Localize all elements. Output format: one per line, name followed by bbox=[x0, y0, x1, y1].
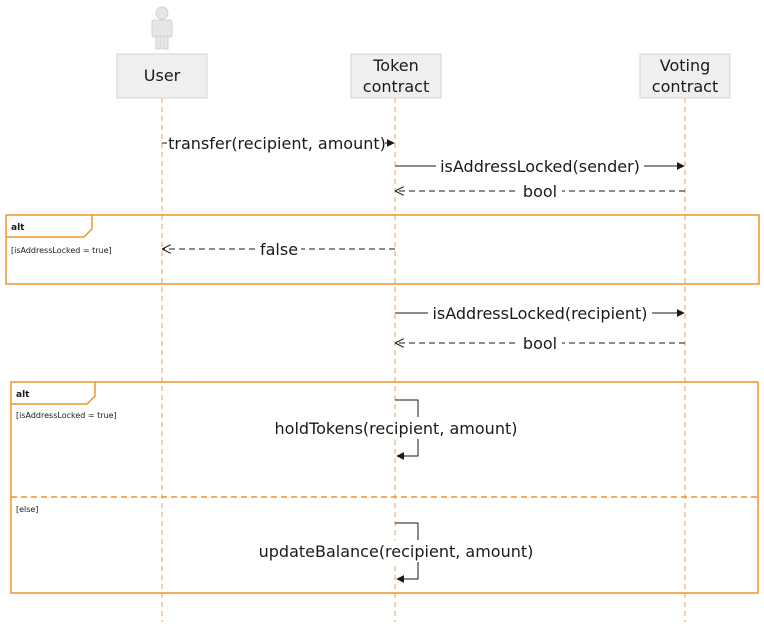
participant-voting-contract: Voting contract bbox=[639, 53, 731, 99]
participant-token-contract: Token contract bbox=[350, 53, 442, 99]
hold-tokens-label: holdTokens(recipient, amount) bbox=[275, 419, 518, 438]
alt-fragment-2-guard: [isAddressLocked = true] bbox=[16, 411, 117, 420]
alt-fragment-1: alt [isAddressLocked = true] bbox=[5, 214, 760, 285]
participant-user: User bbox=[116, 53, 208, 99]
participant-token-label-1: Token bbox=[372, 56, 419, 75]
alt-fragment-1-guard: [isAddressLocked = true] bbox=[11, 246, 112, 255]
bool-return-label-1: bool bbox=[523, 182, 557, 201]
false-return-label: false bbox=[260, 240, 298, 259]
alt-fragment-2-else-guard: [else] bbox=[16, 505, 38, 514]
transfer-message-label: transfer(recipient, amount) bbox=[168, 134, 386, 153]
is-locked-recipient-label: isAddressLocked(recipient) bbox=[432, 304, 647, 323]
participant-voting-label-1: Voting bbox=[660, 56, 711, 75]
alt-fragment-2-tag: alt bbox=[16, 390, 30, 400]
is-locked-sender-label: isAddressLocked(sender) bbox=[440, 157, 640, 176]
participant-token-label-2: contract bbox=[363, 77, 429, 96]
participant-user-label: User bbox=[144, 66, 181, 85]
bool-return-label-2: bool bbox=[523, 334, 557, 353]
actor-icon bbox=[151, 6, 173, 50]
update-balance-label: updateBalance(recipient, amount) bbox=[259, 542, 534, 561]
alt-fragment-2: alt [isAddressLocked = true] [else] bbox=[10, 381, 759, 594]
participant-voting-label-2: contract bbox=[652, 77, 718, 96]
alt-fragment-1-tag: alt bbox=[11, 223, 25, 233]
